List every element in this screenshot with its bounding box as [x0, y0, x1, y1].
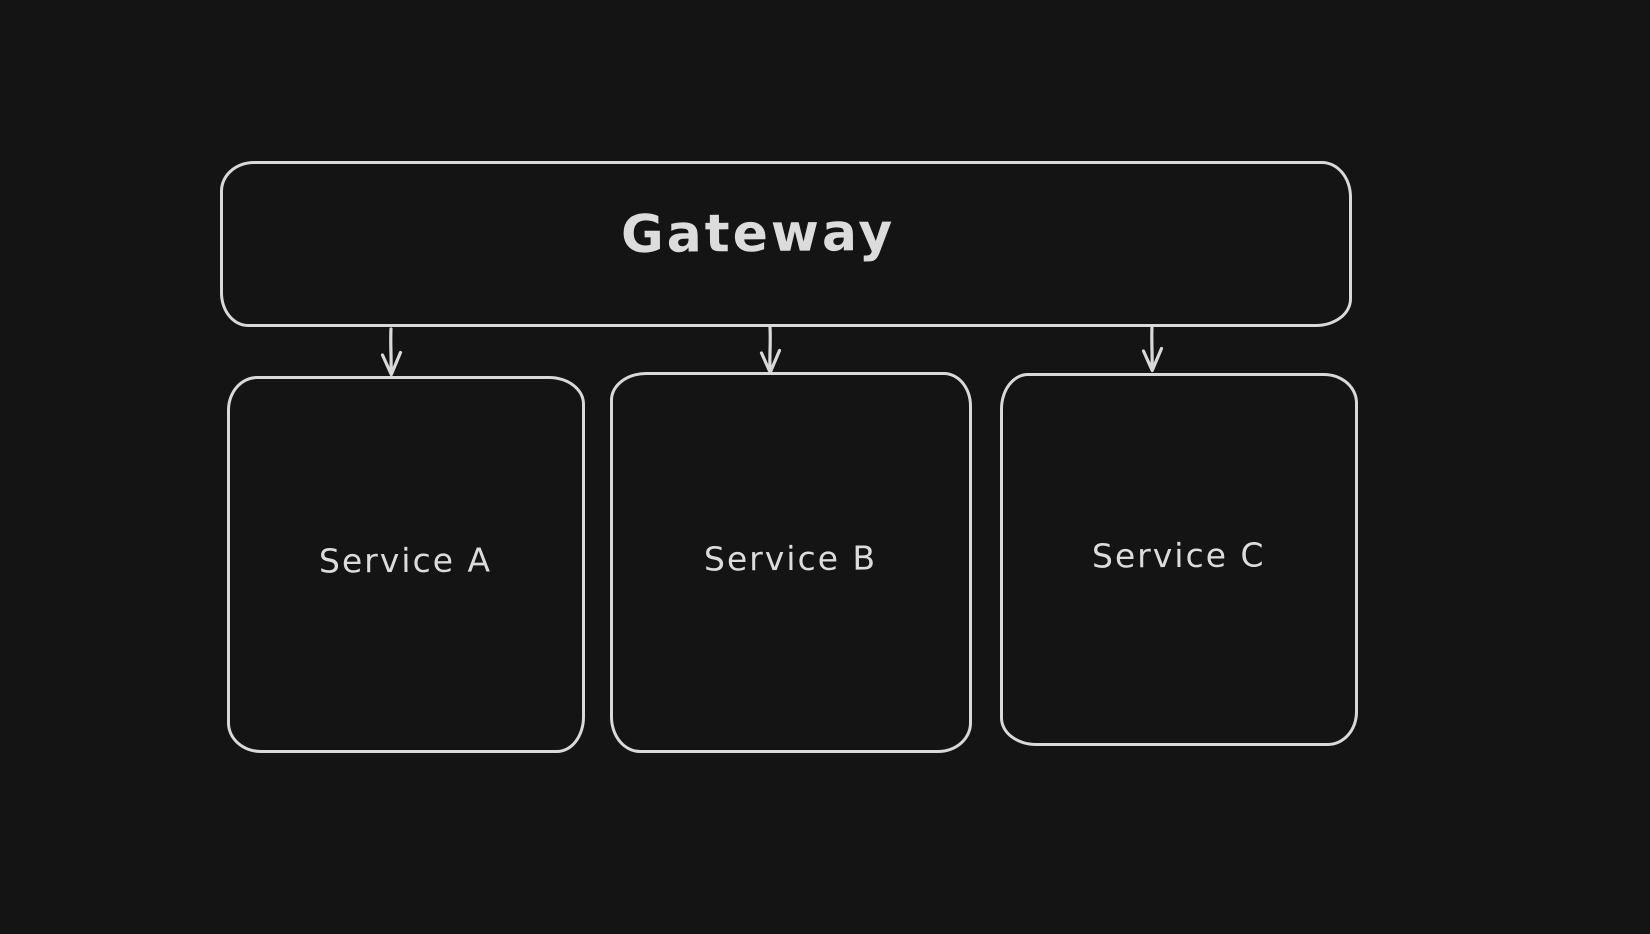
- node-service-c[interactable]: Service C: [1000, 373, 1358, 746]
- node-service-c-label: Service C: [1092, 535, 1266, 576]
- node-service-b-label: Service B: [704, 538, 878, 579]
- arrow-gateway-to-service-b[interactable]: [759, 325, 782, 375]
- node-service-a-label: Service A: [319, 540, 493, 581]
- node-gateway[interactable]: Gateway: [220, 161, 1352, 327]
- node-service-a[interactable]: Service A: [227, 376, 585, 753]
- node-gateway-label: Gateway: [620, 203, 896, 265]
- arrow-gateway-to-service-a[interactable]: [380, 327, 403, 377]
- node-service-b[interactable]: Service B: [610, 372, 972, 753]
- arrow-gateway-to-service-c[interactable]: [1141, 325, 1164, 373]
